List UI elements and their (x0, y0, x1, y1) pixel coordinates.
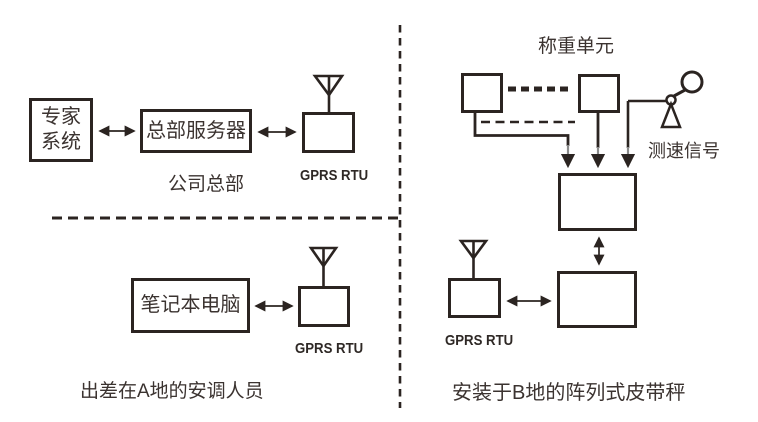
weigh1-collector-line (473, 113, 570, 146)
laptop-box: 笔记本电脑 (131, 278, 250, 333)
weighing-unit-box-2 (578, 74, 620, 113)
antenna-icon (458, 239, 489, 278)
speed-signal-label: 测速信号 (648, 141, 720, 161)
belt-scale-caption: 安装于B地的阵列式皮带秤 (452, 382, 686, 404)
site-gprs-rtu-box (448, 278, 501, 318)
scale-controller-box (557, 271, 637, 328)
antenna-icon (308, 246, 339, 286)
hq-gprs-rtu-box (302, 112, 355, 153)
hq-server-box: 总部服务器 (140, 109, 252, 153)
laptop-label: 笔记本电脑 (140, 294, 241, 316)
hq-gprs-rtu-label: GPRS RTU (299, 167, 369, 184)
field-gprs-rtu-label: GPRS RTU (294, 340, 364, 357)
expert-system-label-line1: 专家 (41, 106, 81, 128)
expert-system-box: 专家 系统 (29, 98, 93, 162)
antenna-icon (312, 74, 345, 112)
weighing-unit-title: 称重单元 (538, 36, 615, 57)
field-gprs-rtu-box (298, 286, 350, 327)
tachometer-icon (660, 70, 704, 129)
signal-collector-box (558, 173, 637, 231)
field-staff-caption: 出差在A地的安调人员 (80, 381, 264, 402)
company-hq-caption: 公司总部 (168, 174, 245, 195)
expert-system-label-line2: 系统 (41, 131, 81, 153)
weighing-unit-box-1 (461, 73, 503, 113)
hq-server-label: 总部服务器 (146, 119, 246, 142)
site-gprs-rtu-label: GPRS RTU (444, 332, 514, 349)
